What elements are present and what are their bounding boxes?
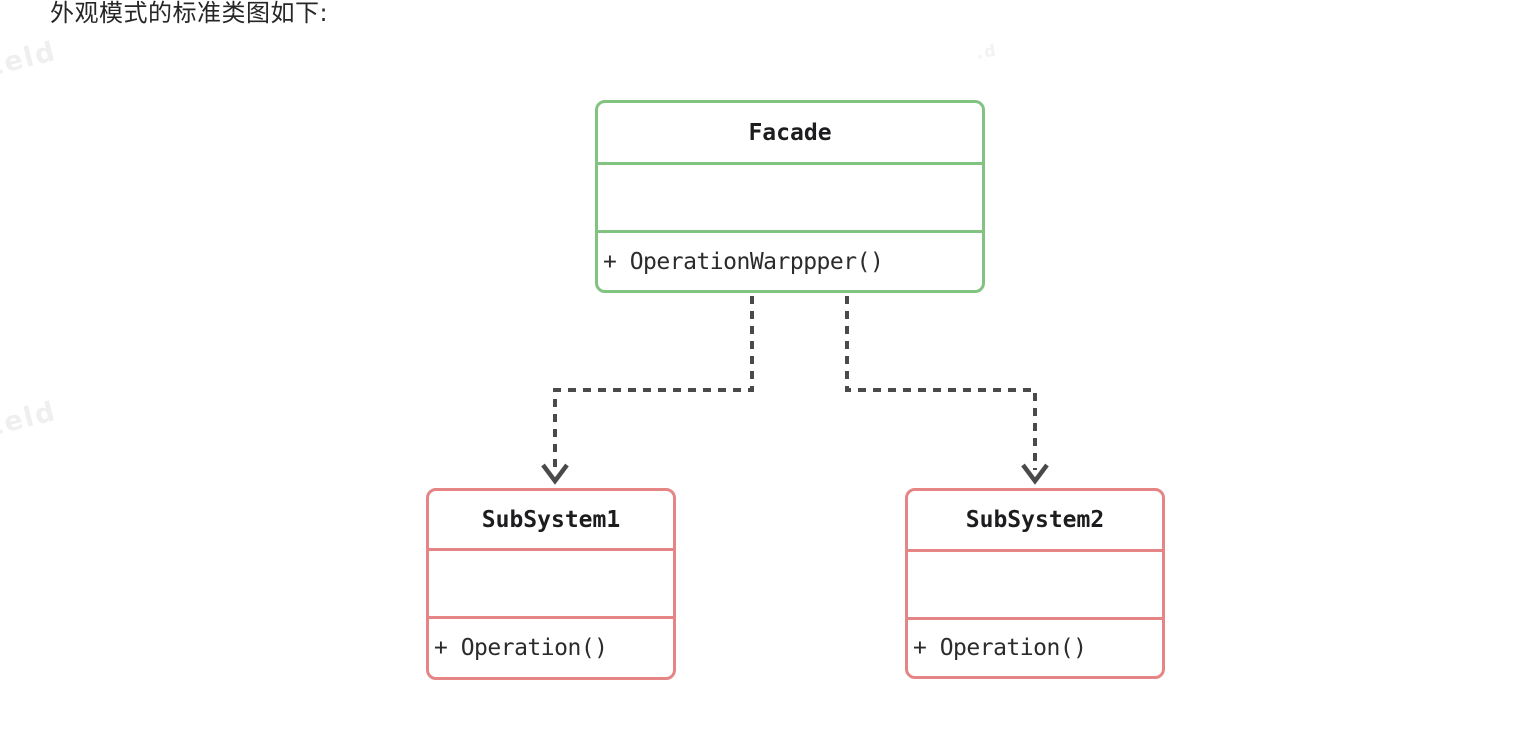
class-methods: + Operation()	[434, 635, 608, 661]
class-attributes	[908, 552, 1162, 620]
watermark: .d	[974, 40, 1000, 63]
class-box-facade: Facade + OperationWarppper()	[595, 100, 985, 293]
watermark: celd	[0, 395, 60, 444]
class-methods: + Operation()	[913, 635, 1087, 661]
arrow-facade-to-subsystem1	[541, 296, 754, 485]
class-attributes	[429, 551, 673, 619]
watermark: celd	[0, 35, 60, 84]
class-name: SubSystem1	[429, 491, 673, 551]
class-name: SubSystem2	[908, 491, 1162, 552]
class-methods: + OperationWarppper()	[603, 248, 884, 275]
arrow-facade-to-subsystem2	[845, 296, 1049, 485]
class-box-subsystem1: SubSystem1 + Operation()	[426, 488, 676, 680]
page-title: 外观模式的标准类图如下:	[50, 0, 329, 27]
class-attributes	[598, 165, 982, 233]
class-box-subsystem2: SubSystem2 + Operation()	[905, 488, 1165, 679]
class-name: Facade	[598, 103, 982, 165]
